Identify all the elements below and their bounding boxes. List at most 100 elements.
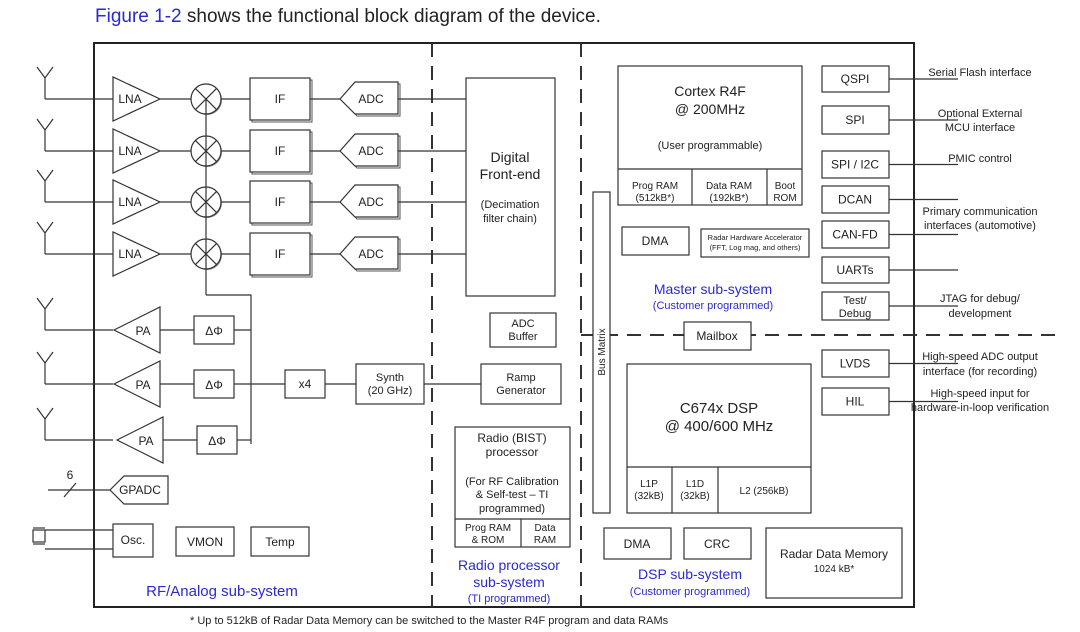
- interface-name: CAN-FD: [832, 228, 878, 242]
- synth-label-1: Synth: [376, 372, 404, 384]
- l1p-label-1: L1P: [640, 479, 658, 490]
- dsp-subsystem-label-1: DSP sub-system: [638, 566, 742, 582]
- interface-name-1: Test/: [843, 295, 867, 307]
- interface-block[interactable]: [821, 349, 890, 378]
- interface-description: PMIC control: [948, 153, 1012, 165]
- oscillator-block[interactable]: [112, 523, 154, 558]
- temp-block[interactable]: [250, 526, 310, 557]
- bist-data-ram-label-1: Data: [534, 523, 556, 534]
- adc-block[interactable]: [339, 236, 399, 270]
- pa-label: PA: [135, 324, 150, 338]
- if-label: IF: [275, 92, 286, 106]
- bist-label-1: Radio (BIST): [477, 431, 546, 445]
- bist-label-2: processor: [486, 445, 539, 459]
- phase-shifter-label: ΔΦ: [205, 324, 223, 338]
- mailbox-block[interactable]: [683, 321, 752, 351]
- interface-name-2: Debug: [839, 308, 871, 320]
- footnote: * Up to 512kB of Radar Data Memory can b…: [190, 615, 669, 627]
- cortex-r4f-block[interactable]: [617, 65, 803, 206]
- interface-name: QSPI: [841, 72, 870, 86]
- temp-label: Temp: [265, 535, 295, 549]
- dfe-label-1: Digital: [491, 149, 530, 165]
- radio-subsystem-label-3: (TI programmed): [468, 593, 551, 605]
- dfe-sub-1: (Decimation: [481, 199, 540, 211]
- rx-antenna-icon: [36, 118, 54, 132]
- lo-feed-line: [206, 294, 252, 444]
- lna-amplifier[interactable]: [112, 231, 162, 277]
- radio-subsystem-label-1: Radio processor: [458, 557, 560, 573]
- caption-text: shows the functional block diagram of th…: [181, 6, 601, 27]
- if-filter-block[interactable]: [249, 232, 311, 276]
- adc-label: ADC: [358, 144, 384, 158]
- interface-description: Serial Flash interface: [928, 67, 1031, 79]
- interface-block[interactable]: [821, 65, 890, 93]
- gpadc-block[interactable]: [109, 475, 169, 505]
- if-label: IF: [275, 144, 286, 158]
- l1p-label-2: (32kB): [634, 491, 663, 502]
- dsp-dma-block[interactable]: [603, 527, 672, 560]
- if-filter-block[interactable]: [249, 129, 311, 173]
- tx-antenna-icon: [36, 407, 54, 421]
- master-data-ram-label-2: (192kB*): [710, 193, 749, 204]
- phase-shifter-block[interactable]: [196, 425, 238, 455]
- master-subsystem-label-2: (Customer programmed): [653, 300, 773, 312]
- lna-amplifier[interactable]: [112, 179, 162, 225]
- boot-rom-label-1: Boot: [775, 181, 796, 192]
- interface-block[interactable]: [821, 256, 890, 284]
- vmon-block[interactable]: [175, 526, 235, 557]
- bus-matrix-block[interactable]: [592, 191, 611, 514]
- synth-block[interactable]: [355, 363, 425, 405]
- adc-buffer-label-1: ADC: [511, 318, 534, 330]
- adc-label: ADC: [358, 92, 384, 106]
- adc-block[interactable]: [339, 184, 399, 218]
- radio-subsystem-label-2: sub-system: [473, 574, 545, 590]
- radar-hw-accelerator-block[interactable]: [700, 228, 810, 258]
- interface-block[interactable]: [821, 291, 890, 321]
- lna-label: LNA: [118, 247, 141, 261]
- bist-processor-block[interactable]: [454, 426, 571, 548]
- adc-buffer-block[interactable]: [489, 312, 557, 348]
- bist-prog-ram-label-2: & ROM: [472, 535, 505, 546]
- lna-label: LNA: [118, 144, 141, 158]
- master-prog-ram-label-1: Prog RAM: [632, 181, 678, 192]
- ramp-generator-block[interactable]: [480, 363, 562, 405]
- interface-block[interactable]: [821, 150, 890, 179]
- if-filter-block[interactable]: [249, 180, 311, 224]
- interface-block[interactable]: [821, 105, 890, 135]
- lna-amplifier[interactable]: [112, 128, 162, 174]
- l1d-label-2: (32kB): [680, 491, 709, 502]
- figure-reference-link[interactable]: Figure 1-2: [95, 6, 182, 27]
- crystal-icon: [32, 527, 113, 550]
- crc-block[interactable]: [683, 527, 752, 560]
- digital-front-end-block[interactable]: [465, 77, 556, 297]
- adc-block[interactable]: [339, 81, 399, 115]
- phase-shifter-label: ΔΦ: [208, 434, 226, 448]
- lna-amplifier[interactable]: [112, 76, 162, 122]
- interface-description: High-speed ADC output: [922, 351, 1038, 363]
- crc-label: CRC: [704, 537, 730, 551]
- radar-data-memory-block[interactable]: [765, 527, 903, 599]
- if-filter-block[interactable]: [249, 77, 311, 121]
- master-dma-block[interactable]: [621, 226, 690, 256]
- c674x-dsp-block[interactable]: [626, 363, 812, 514]
- dfe-label-2: Front-end: [480, 166, 541, 182]
- adc-block[interactable]: [339, 133, 399, 167]
- rx-antenna-icon: [36, 169, 54, 183]
- interface-description: Primary communication: [923, 206, 1038, 218]
- device-boundary: [93, 42, 915, 608]
- rx-antenna-icon: [36, 66, 54, 80]
- bist-prog-ram-label-1: Prog RAM: [465, 523, 511, 534]
- interface-description: interfaces (automotive): [924, 220, 1036, 232]
- master-prog-ram-label-2: (512kB*): [636, 193, 675, 204]
- hwa-label-1: Radar Hardware Accelerator: [708, 233, 803, 242]
- if-label: IF: [275, 195, 286, 209]
- phase-shifter-block[interactable]: [193, 315, 235, 345]
- bus-matrix-label: Bus Matrix: [597, 328, 608, 375]
- interface-block[interactable]: [821, 220, 890, 249]
- interface-description: Optional External: [938, 108, 1022, 120]
- interface-block[interactable]: [821, 185, 890, 214]
- cortex-label-3: (User programmable): [658, 140, 763, 152]
